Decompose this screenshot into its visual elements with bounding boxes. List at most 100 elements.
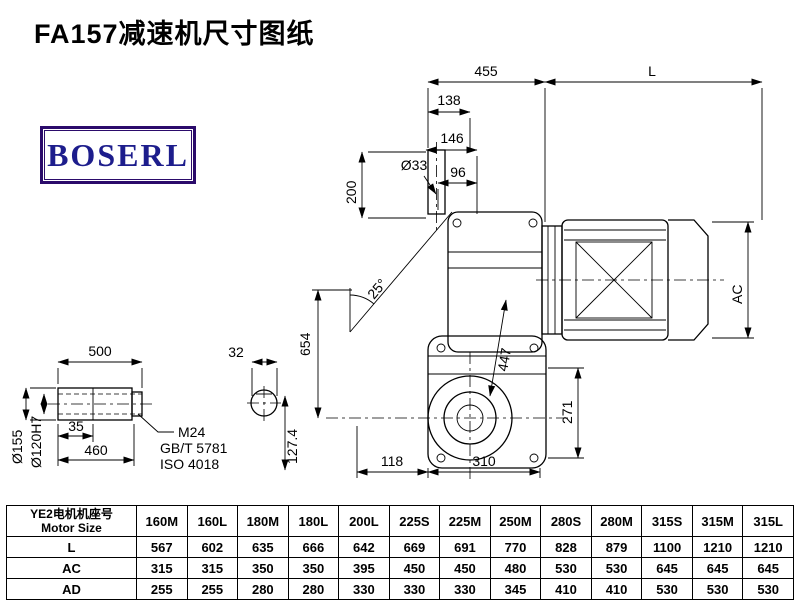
spec-cell: 770	[489, 536, 542, 558]
spec-cell: 669	[388, 536, 441, 558]
column-header: 160M	[136, 505, 188, 537]
column-header: 280M	[590, 505, 643, 537]
dim-25deg: 25°	[364, 275, 390, 302]
spec-cell: 645	[742, 557, 794, 579]
dim-500: 500	[88, 343, 112, 359]
output-centerlines	[326, 352, 568, 482]
spec-cell: 645	[691, 557, 744, 579]
spec-cell: 255	[136, 578, 188, 600]
row-label: L	[6, 536, 137, 558]
column-header: 315M	[691, 505, 744, 537]
spec-cell: 330	[338, 578, 390, 600]
dim-127-4: 127.4	[284, 429, 300, 464]
shaft-detail	[48, 387, 174, 433]
spec-cell: 350	[287, 557, 340, 579]
spec-cell: 315	[186, 557, 239, 579]
label-iso-4018: ISO 4018	[160, 456, 219, 472]
spec-cell: 828	[540, 536, 592, 558]
dim-diameter-120h7: Ø120H7	[28, 416, 44, 468]
angle-reference	[349, 211, 453, 333]
dim-diameter-33: Ø33	[401, 157, 428, 173]
input-shaft	[427, 142, 446, 232]
boserl-logo-text: BOSERL	[47, 136, 189, 173]
column-header: 200L	[338, 505, 390, 537]
dim-32: 32	[228, 344, 244, 360]
row-label: AD	[6, 578, 137, 600]
column-header: 250M	[489, 505, 542, 537]
spec-cell: 530	[691, 578, 744, 600]
spec-cell: 530	[641, 578, 693, 600]
spec-cell: 410	[540, 578, 592, 600]
spec-cell: 879	[590, 536, 643, 558]
column-header: 160L	[186, 505, 239, 537]
dim-118: 118	[381, 453, 404, 469]
dim-310: 310	[472, 453, 496, 469]
motor	[536, 219, 724, 341]
dimension-lines	[22, 78, 763, 478]
row-label: AC	[6, 557, 137, 579]
dim-447: 447	[494, 347, 514, 373]
shaft-section-view	[247, 386, 281, 421]
column-header: 180M	[237, 505, 289, 537]
spec-cell: 280	[237, 578, 289, 600]
spec-cell: 330	[439, 578, 491, 600]
column-header: 225S	[388, 505, 441, 537]
spec-cell: 395	[338, 557, 390, 579]
boserl-logo: BOSERL	[40, 126, 196, 184]
motor-size-header-en: Motor Size	[41, 521, 102, 535]
dim-diameter-155: Ø155	[9, 430, 25, 464]
dimension-drawing: 455 L 138 146 96 Ø33 200 25° 654 447 271…	[9, 63, 763, 482]
spec-cell: 350	[237, 557, 289, 579]
column-header: 315S	[641, 505, 693, 537]
label-m24: M24	[178, 424, 205, 440]
spec-cell: 642	[338, 536, 390, 558]
spec-cell: 480	[489, 557, 542, 579]
spec-cell: 635	[237, 536, 289, 558]
spec-cell: 255	[186, 578, 239, 600]
dim-L: L	[648, 63, 656, 79]
spec-cell: 315	[136, 557, 188, 579]
spec-cell: 330	[388, 578, 441, 600]
spec-cell: 530	[540, 557, 592, 579]
motor-size-header-cn: YE2电机机座号	[30, 506, 113, 521]
column-header: 315L	[742, 505, 794, 537]
spec-cell: 530	[590, 557, 643, 579]
spec-cell: 666	[287, 536, 340, 558]
dimension-labels: 455 L 138 146 96 Ø33 200 25° 654 447 271…	[9, 63, 745, 472]
spec-cell: 602	[186, 536, 239, 558]
spec-cell: 410	[590, 578, 643, 600]
spec-cell: 280	[287, 578, 340, 600]
dim-455: 455	[474, 63, 498, 79]
dim-138: 138	[437, 92, 461, 108]
dim-654: 654	[297, 332, 313, 356]
dim-96: 96	[450, 164, 466, 180]
dim-200: 200	[343, 180, 359, 204]
dim-AC: AC	[729, 285, 745, 304]
spec-cell: 1100	[641, 536, 693, 558]
spec-cell: 567	[136, 536, 188, 558]
spec-cell: 645	[641, 557, 693, 579]
spec-cell: 1210	[742, 536, 794, 558]
label-gbt-5781: GB/T 5781	[160, 440, 228, 456]
spec-cell: 691	[439, 536, 491, 558]
dim-146: 146	[440, 130, 464, 146]
spec-cell: 530	[742, 578, 794, 600]
dim-271: 271	[559, 400, 575, 424]
dim-460: 460	[84, 442, 108, 458]
spec-cell: 1210	[691, 536, 744, 558]
spec-cell: 450	[439, 557, 491, 579]
column-header: 280S	[540, 505, 592, 537]
spec-cell: 345	[489, 578, 542, 600]
column-header: 180L	[287, 505, 340, 537]
column-header: 225M	[439, 505, 491, 537]
gearbox-housing	[427, 211, 547, 469]
page-title: FA157减速机尺寸图纸	[34, 19, 315, 49]
spec-cell: 450	[388, 557, 441, 579]
